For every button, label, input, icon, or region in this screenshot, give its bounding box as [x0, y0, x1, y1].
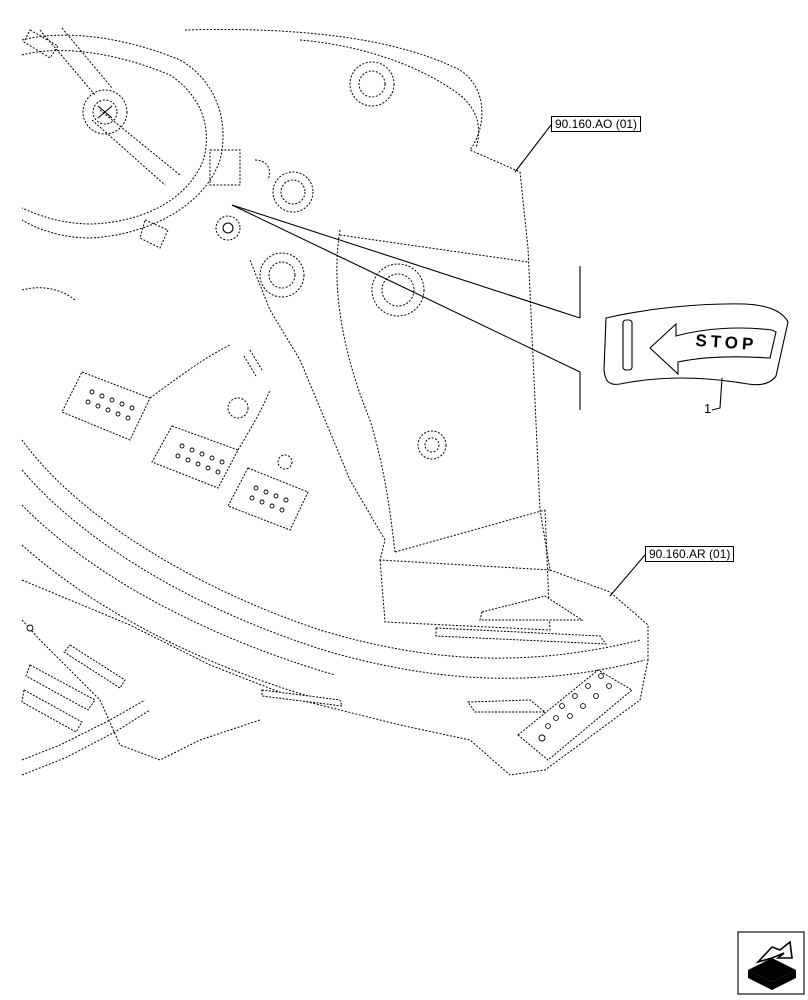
- stop-decal: STOP: [603, 303, 789, 411]
- arrow-left-icon: [649, 322, 777, 376]
- pedals: [61, 344, 309, 531]
- reference-label-lower[interactable]: 90.160.AR (01): [645, 546, 735, 562]
- steering-wheel: [21, 27, 224, 239]
- next-page-arrow-icon[interactable]: [737, 931, 805, 995]
- dashboard-console: [139, 29, 551, 571]
- decal-bar-icon: [622, 319, 633, 371]
- callout-number: 1: [704, 401, 712, 416]
- decal-stop-text: STOP: [695, 331, 758, 354]
- reference-label-upper[interactable]: 90.160.AO (01): [551, 116, 642, 132]
- leader-lines: [231, 124, 646, 597]
- floor-mat: [21, 287, 649, 776]
